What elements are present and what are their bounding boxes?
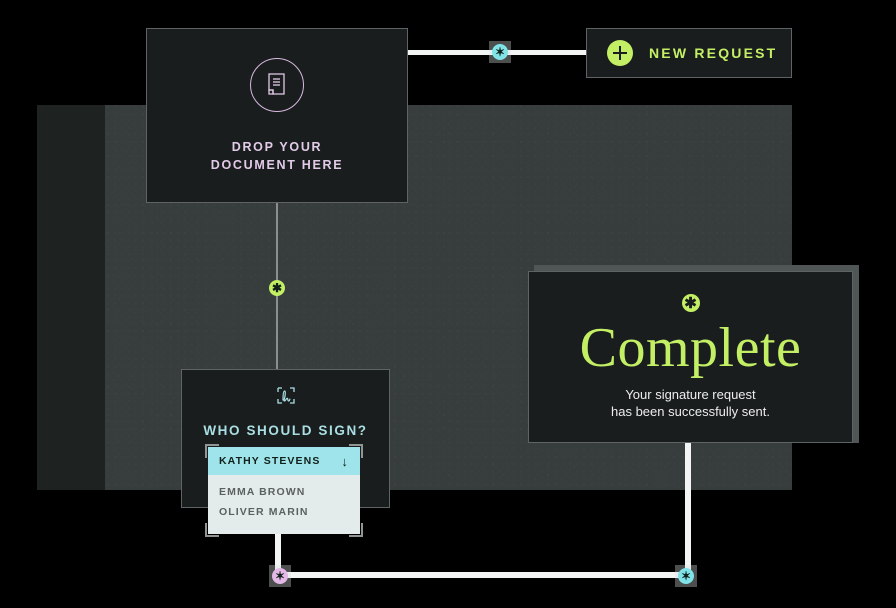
dropdown-option-label: EMMA BROWN [219,486,306,498]
document-icon [250,57,304,112]
asterisk-icon: ✱ [681,294,700,312]
node-middle-green[interactable]: ✱ [269,280,285,296]
drop-card-line-1: DROP YOUR [231,139,323,154]
dropdown-bracket-top-left [205,444,219,458]
dropdown-bracket-top-right [349,444,363,458]
connector-signer-to-bottom [275,530,281,577]
dropdown-bracket-bottom-right [349,523,363,537]
complete-subtitle: Your signature request has been successf… [611,386,770,420]
document-icon-glyph [268,72,285,95]
drop-document-card[interactable]: DROP YOUR DOCUMENT HERE [146,28,408,203]
dropdown-option-emma-brown[interactable]: EMMA BROWN [208,482,360,502]
signature-icon-glyph [276,387,295,404]
node-top-cyan-glyph: ✶ [494,45,506,59]
background-panel-dark-strip [37,105,105,490]
node-bottom-right-cyan-glyph: ✶ [680,569,692,583]
dropdown-option-oliver-marin[interactable]: OLIVER MARIN [208,502,360,522]
complete-subtitle-line-2: has been successfully sent. [611,404,770,419]
plus-circle-icon [607,40,633,66]
node-bottom-right-cyan[interactable]: ✶ [678,568,694,584]
dropdown-option-list[interactable]: EMMA BROWN OLIVER MARIN [205,475,363,537]
connector-bottom-horizontal [275,572,691,578]
asterisk-icon-glyph: ✱ [684,294,697,312]
node-bottom-left-pink[interactable]: ✶ [272,568,288,584]
dropdown-bracket-bottom-left [205,523,219,537]
complete-subtitle-line-1: Your signature request [625,387,756,402]
connector-complete-to-bottom [685,443,691,577]
dropdown-selected-label: KATHY STEVENS [219,455,321,467]
new-request-button[interactable]: NEW REQUEST [586,28,792,78]
complete-title: Complete [579,317,802,379]
node-bottom-left-pink-glyph: ✶ [274,569,286,583]
dropdown-option-label: OLIVER MARIN [219,506,309,518]
drop-card-text-block: DROP YOUR DOCUMENT HERE [211,138,344,174]
signature-icon [275,386,297,411]
node-middle-green-glyph: ✱ [271,281,283,295]
new-request-label: NEW REQUEST [649,45,778,61]
chevron-down-icon[interactable]: ↓ [341,453,349,469]
dropdown-selected-option[interactable]: KATHY STEVENS ↓ [208,447,360,475]
who-should-sign-title: WHO SHOULD SIGN? [203,423,368,438]
complete-card: ✱ Complete Your signature request has be… [528,271,853,443]
drop-card-line-2: DOCUMENT HERE [210,157,344,172]
node-top-cyan[interactable]: ✶ [492,44,508,60]
signer-dropdown[interactable]: KATHY STEVENS ↓ EMMA BROWN OLIVER MARIN [205,444,363,537]
